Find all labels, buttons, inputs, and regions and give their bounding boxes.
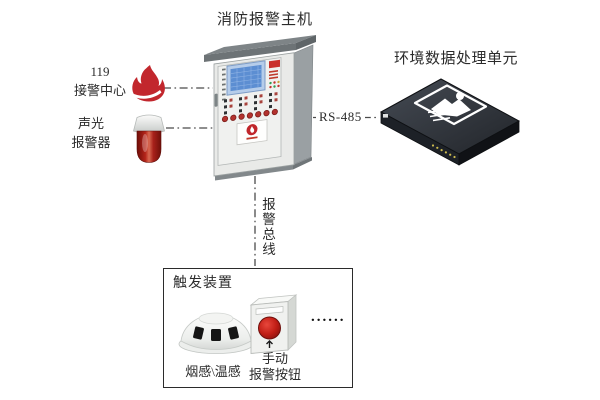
siren-body xyxy=(136,130,162,163)
main-unit-label: 消防报警主机 xyxy=(216,12,313,28)
rs485-label: RS-485 xyxy=(316,109,365,126)
picture-icon xyxy=(413,84,488,126)
call-point-slot xyxy=(255,306,284,315)
trigger-devices-box: 触发装置 xyxy=(163,268,353,388)
manual-call-point-label: 手动 报警按钮 xyxy=(233,351,317,382)
panel-button-row xyxy=(221,108,278,123)
call-point-button xyxy=(258,316,281,340)
call-center-line2: 接警中心 xyxy=(73,82,126,98)
cabinet-top-front xyxy=(204,43,296,62)
fire-logo-plate xyxy=(236,119,268,146)
env-unit-label: 环境数据处理单元 xyxy=(393,51,518,67)
mountain-icon xyxy=(431,98,471,117)
alarm-bus-char: 线 xyxy=(262,242,276,257)
lcd-screen xyxy=(230,64,262,92)
device-led-row xyxy=(431,144,456,159)
cabinet-base-side xyxy=(293,157,312,170)
panel-indicator-block xyxy=(269,59,280,89)
manual-call-point-illustration xyxy=(249,294,298,354)
call-center-line1: 119 xyxy=(90,64,110,79)
cabinet-front xyxy=(213,52,295,177)
arrow-up-icon xyxy=(266,340,273,348)
alarm-bus-char: 报 xyxy=(262,197,276,212)
panel-left-indicators xyxy=(222,68,226,101)
flame-icon xyxy=(130,65,165,102)
alarm-bus-char: 警 xyxy=(262,212,276,227)
sun-icon xyxy=(456,92,464,100)
lcd-grid xyxy=(231,65,261,90)
sounder-line2: 报警器 xyxy=(71,134,111,150)
more-devices-ellipsis: ...... xyxy=(311,309,346,325)
smoke-detector-illustration xyxy=(178,312,254,354)
trigger-box-title: 触发装置 xyxy=(173,276,233,291)
detector-vents xyxy=(193,326,239,341)
alarm-bus-label: 报 警 总 线 xyxy=(260,197,278,257)
cabinet-base xyxy=(215,165,293,181)
fire-alarm-panel-illustration xyxy=(204,35,316,181)
cabinet-top-surface xyxy=(204,35,316,55)
device-indicator-window xyxy=(383,114,388,118)
panel-led-grid xyxy=(224,92,278,115)
manual-label-line2: 报警按钮 xyxy=(248,366,301,382)
call-center-label: 119 接警中心 xyxy=(60,63,140,101)
sounder-label: 声光 报警器 xyxy=(51,115,131,153)
door-handle xyxy=(214,93,218,107)
sounder-illustration xyxy=(133,114,165,163)
cabinet-side xyxy=(291,44,314,166)
env-data-unit-illustration xyxy=(379,78,521,166)
speed-lines-icon xyxy=(427,108,451,122)
manual-label-line1: 手动 xyxy=(261,351,288,366)
detector-label: 烟感\温感 xyxy=(185,364,241,379)
sounder-line1: 声光 xyxy=(77,116,104,131)
cabinet-top-side xyxy=(296,35,316,50)
alarm-bus-char: 总 xyxy=(262,227,276,242)
